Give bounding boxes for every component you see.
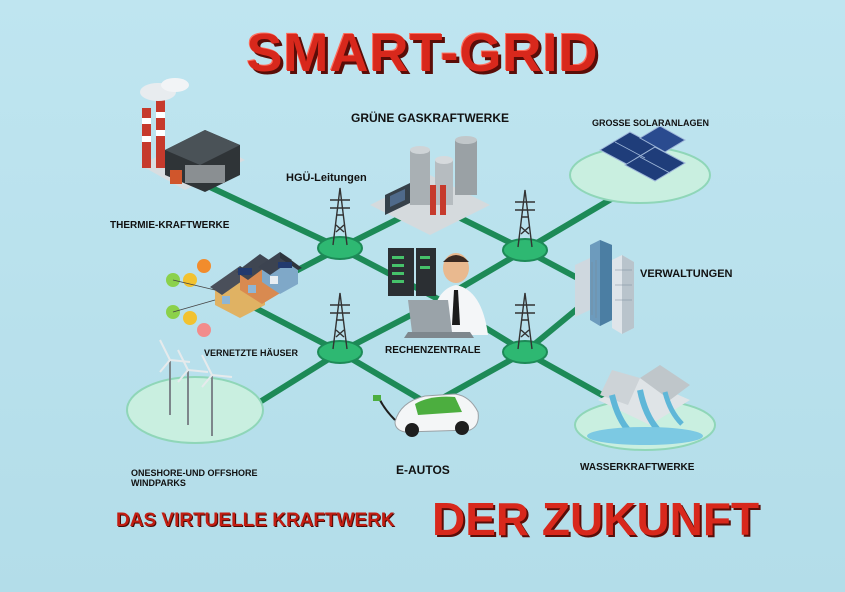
label-connected-houses: VERNETZTE HÄUSER bbox=[204, 348, 299, 358]
label-solar-plants: GROSSE SOLARANLAGEN bbox=[592, 118, 710, 128]
server-rack-icon bbox=[416, 248, 436, 296]
label-datacenter: RECHENZENTRALE bbox=[385, 345, 481, 356]
wind-turbines bbox=[159, 339, 233, 436]
plug-icon bbox=[197, 259, 211, 273]
grid-hubs bbox=[317, 236, 548, 364]
fan-icon bbox=[197, 323, 211, 337]
label-e-cars: E-AUTOS bbox=[396, 463, 450, 477]
laptop-icon bbox=[408, 300, 452, 332]
hub-sw bbox=[317, 340, 363, 364]
thermal-plant-icon bbox=[140, 78, 245, 192]
label-hvdc-lines: HGÜ-Leitungen bbox=[286, 172, 367, 184]
footer-virtual-power-plant: DAS VIRTUELLE KRAFTWERK bbox=[116, 510, 395, 531]
wind-turbine-icon bbox=[159, 339, 191, 415]
label-administration: VERWALTUNGEN bbox=[640, 268, 733, 280]
page-title: SMART-GRID bbox=[246, 23, 599, 83]
label-thermal-plants: THERMIE-KRAFTWERKE bbox=[110, 220, 230, 231]
pylon-icon bbox=[330, 292, 350, 350]
platforms bbox=[126, 146, 716, 451]
hub-nw bbox=[317, 236, 363, 260]
label-wind-parks-line1: ONESHORE-UND OFFSHORE bbox=[131, 468, 258, 478]
houses-icon bbox=[210, 252, 302, 318]
hydro-dam-icon bbox=[587, 365, 703, 445]
pylons bbox=[330, 187, 535, 350]
footer-future: DER ZUKUNFT bbox=[432, 493, 760, 545]
hub-ne bbox=[502, 238, 548, 262]
hub-se bbox=[502, 340, 548, 364]
label-wind-parks-line2: WINDPARKS bbox=[131, 478, 186, 488]
meter-icon bbox=[183, 311, 197, 325]
smart-home-icons bbox=[166, 259, 216, 337]
office-buildings-icon bbox=[575, 240, 634, 334]
gas-plant-icon bbox=[370, 136, 490, 235]
electric-car-icon bbox=[373, 393, 479, 437]
pylon-icon bbox=[515, 292, 535, 350]
charging-cable-icon bbox=[379, 399, 396, 421]
pylon-icon bbox=[515, 189, 535, 248]
label-gas-plants: GRÜNE GASKRAFTWERKE bbox=[351, 111, 509, 125]
datacenter-icon bbox=[388, 248, 488, 338]
line-thermal-hub bbox=[192, 177, 343, 251]
pylon-icon bbox=[330, 187, 350, 246]
label-hydro-plants: WASSERKRAFTWERKE bbox=[580, 462, 695, 473]
platform-wind bbox=[126, 376, 264, 444]
solar-panels-icon bbox=[598, 125, 687, 182]
wind-turbine-icon bbox=[177, 349, 209, 425]
wind-turbine-icon bbox=[201, 354, 233, 436]
